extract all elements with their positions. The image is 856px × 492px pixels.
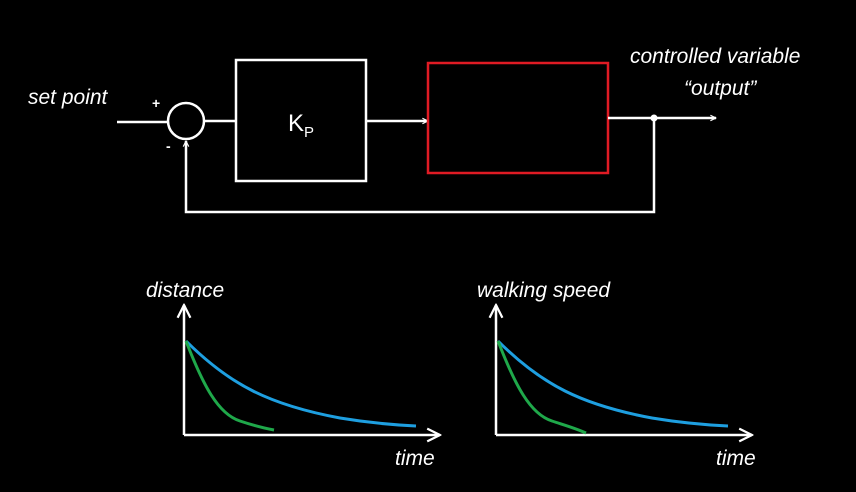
output-label-line2: “output” (684, 77, 757, 100)
summing-junction (166, 101, 206, 141)
controller-gain-subscript: P (304, 124, 314, 141)
output-label-line1: controlled variable (630, 45, 800, 68)
distance-slow-decay-curve (184, 339, 417, 428)
controller-gain-symbol: K (288, 110, 304, 137)
controller-gain-label: KP (288, 110, 314, 141)
walking-speed-slow-decay-curve (496, 339, 729, 428)
walking-speed-fast-decay-curve (496, 340, 587, 435)
walking-speed-plot-x-label: time (716, 447, 756, 470)
distance-fast-decay-curve (184, 340, 275, 432)
walking-speed-plot-y-label: walking speed (477, 279, 611, 302)
minus-sign: - (166, 138, 171, 154)
feedback-path (186, 118, 656, 214)
set-point-label: set point (28, 86, 109, 109)
distance-plot-y-label: distance (146, 279, 224, 302)
plus-sign: + (152, 95, 160, 111)
distance-plot-x-label: time (395, 447, 435, 470)
plant-block (426, 61, 610, 175)
